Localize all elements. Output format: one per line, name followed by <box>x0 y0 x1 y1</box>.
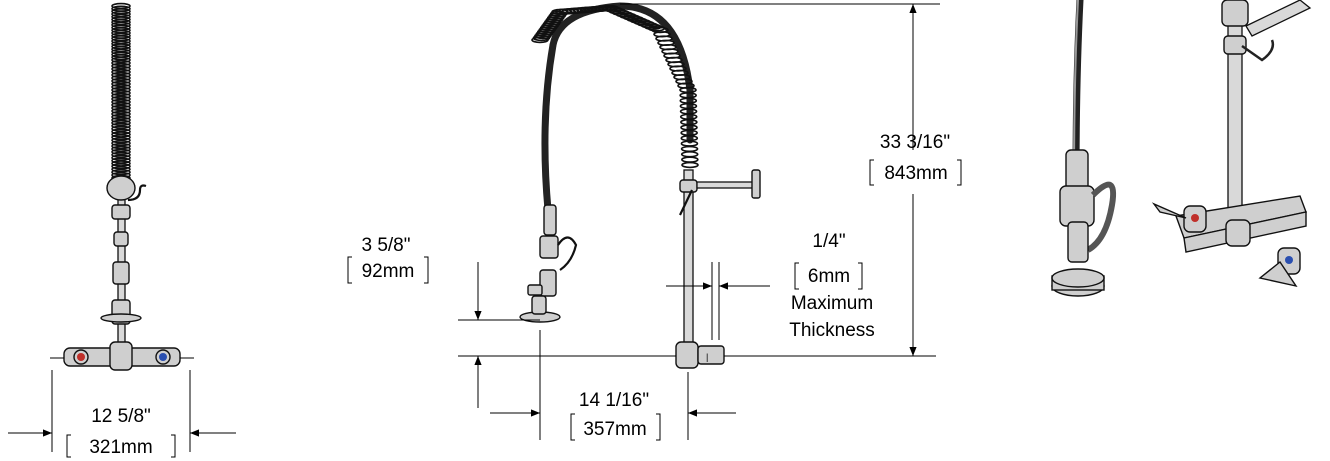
cold-indicator-icon <box>159 353 167 361</box>
hot-indicator-icon <box>77 353 85 361</box>
height-metric-label: 843mm <box>884 163 947 184</box>
thickness-note-line1: Maximum <box>791 293 873 314</box>
inlet-marking: | <box>706 352 708 362</box>
width-metric-label: 321mm <box>89 437 152 458</box>
reach-metric-label: 357mm <box>583 419 646 440</box>
perspective-faucet-assembly <box>1151 0 1312 288</box>
reach-imperial-label: 14 1/16" <box>579 390 649 411</box>
perspective-hot-indicator-icon <box>1191 214 1199 222</box>
perspective-spray-valve <box>1051 0 1117 297</box>
height-imperial-label: 33 3/16" <box>880 132 950 153</box>
width-imperial-label: 12 5/8" <box>91 406 151 427</box>
front-coil-spring <box>111 2 131 182</box>
spray-height-imperial-label: 3 5/8" <box>361 235 410 256</box>
thickness-metric-label: 6mm <box>808 266 850 287</box>
thickness-imperial-label: 1/4" <box>812 231 845 252</box>
side-coil-spring <box>531 4 699 169</box>
front-view: 12 5/8" 321mm <box>8 2 236 458</box>
thickness-note-line2: Thickness <box>789 320 875 341</box>
spray-height-metric-label: 92mm <box>362 261 415 282</box>
perspective-cold-indicator-icon <box>1285 256 1293 264</box>
side-view: | 3 5/8" 92mm 14 1/16" 357mm <box>347 2 962 441</box>
